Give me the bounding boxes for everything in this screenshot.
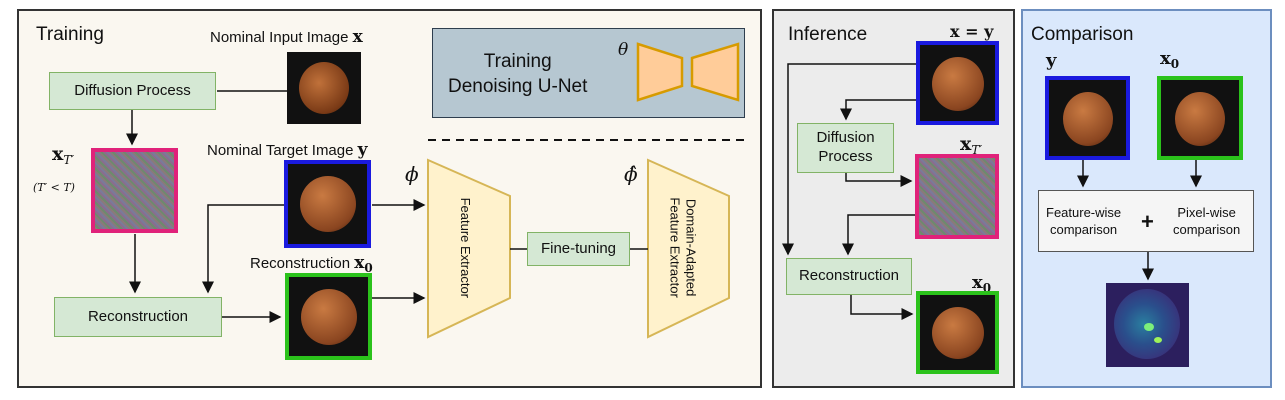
pixel-wise-label: Pixel-wise comparison (1173, 205, 1241, 237)
nominal-target-image (284, 160, 371, 248)
comparison-x0-image (1157, 76, 1243, 160)
xt-label: xT′ (52, 143, 75, 167)
theta-symbol: θ (618, 40, 629, 60)
plus-sign: + (1141, 209, 1154, 234)
nominal-input-image (287, 52, 361, 124)
nominal-target-label: Nominal Target Image y (207, 140, 368, 160)
domain-adapted-label: Domain-Adapted Feature Extractor (668, 197, 699, 298)
reconstruction-image (285, 273, 372, 360)
diffusion-process-box: Diffusion Process (49, 72, 216, 110)
noisy-image (91, 148, 178, 233)
hazelnut-icon (1063, 92, 1113, 146)
inference-reconstruction-box: Reconstruction (786, 258, 912, 295)
inference-x0-label: x0 (972, 272, 992, 295)
reconstruction-label: Reconstruction x0 (250, 253, 373, 275)
inference-reconstruction-image (916, 291, 999, 374)
xy-label: x = y (950, 22, 994, 41)
nominal-input-label: Nominal Input Image x (210, 27, 363, 47)
comparison-y-image (1045, 76, 1130, 160)
unet-label: Training Denoising U-Net (448, 51, 588, 97)
hazelnut-icon (932, 307, 984, 359)
fine-tuning-box: Fine-tuning (527, 232, 630, 266)
inference-xt-label: xT′ (960, 133, 983, 157)
comparison-title: Comparison (1031, 24, 1134, 45)
hazelnut-icon (299, 62, 349, 114)
comparison-box (1038, 190, 1254, 252)
inference-diffusion-box: Diffusion Process (797, 123, 894, 173)
feature-extractor-label: Feature Extractor (457, 197, 473, 299)
comparison-y-label: y (1046, 50, 1057, 71)
inference-title: Inference (788, 24, 868, 45)
hazelnut-icon (1175, 92, 1225, 146)
phi-hat-symbol: ϕ̂ (624, 162, 638, 186)
inference-input-image (916, 41, 999, 125)
hazelnut-icon (300, 176, 356, 232)
feature-wise-label: Feature-wise comparison (1046, 205, 1122, 237)
phi-symbol: ϕ (405, 162, 419, 186)
anomaly-map-image (1106, 283, 1189, 367)
hazelnut-icon (301, 289, 357, 345)
comparison-x0-label: x0 (1160, 48, 1180, 71)
xt-condition: (T′ < T) (33, 181, 75, 194)
reconstruction-box: Reconstruction (54, 297, 222, 337)
training-title: Training (36, 24, 104, 45)
inference-noisy-image (915, 154, 999, 239)
hazelnut-icon (932, 57, 984, 111)
